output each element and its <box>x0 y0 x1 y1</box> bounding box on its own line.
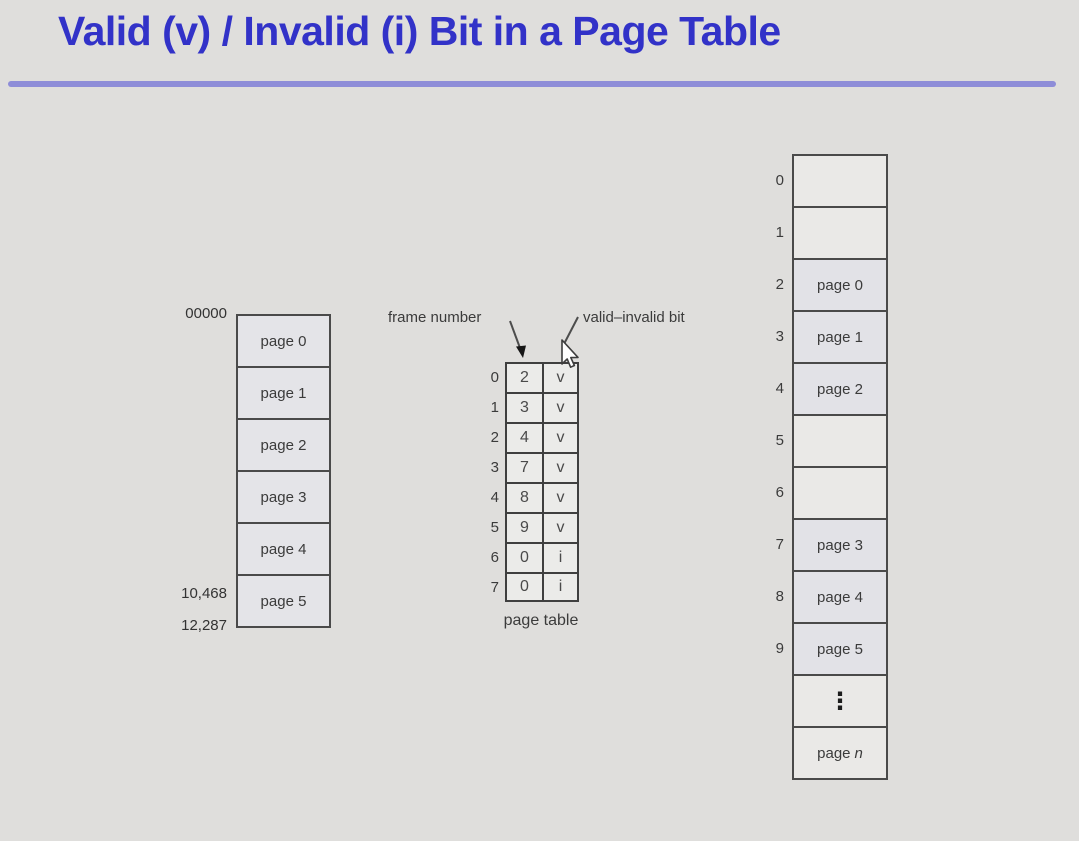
frame-number-cell: 7 <box>505 452 542 482</box>
frame-number-label: frame number <box>388 309 482 326</box>
logical-memory-column: page 0 page 1 page 2 page 3 page 4 page … <box>236 314 331 628</box>
page-table-caption: page table <box>503 612 579 629</box>
frame-index: 7 <box>775 536 784 553</box>
vertical-ellipsis: ⋮ <box>828 686 852 715</box>
frame-index: 9 <box>775 640 784 657</box>
page-table-row: 7 0 i <box>485 572 579 602</box>
frame-number-cell: 0 <box>505 542 542 572</box>
valid-bit-cell: v <box>542 482 579 512</box>
valid-bit-cell: v <box>542 452 579 482</box>
frame-index: 4 <box>775 380 784 397</box>
row-index: 5 <box>490 518 499 536</box>
memory-frame: page 0 <box>794 260 886 312</box>
row-index: 7 <box>490 578 499 596</box>
page-n-symbol: n <box>854 744 863 762</box>
frame-index: 0 <box>775 172 784 189</box>
physical-memory-column: page 0 page 1 page 2 page 3 page 4 page … <box>792 154 888 780</box>
valid-invalid-bit-line <box>563 316 579 345</box>
logical-memory-cell: page 5 <box>238 576 329 626</box>
page-table: 0 2 v 1 3 v 2 4 v 3 7 v 4 8 v 5 9 v 6 0 … <box>485 362 579 602</box>
title-underline <box>8 81 1056 87</box>
page-table-row: 4 8 v <box>485 482 579 512</box>
frame-number-cell: 8 <box>505 482 542 512</box>
logical-memory-cell: page 0 <box>238 316 329 368</box>
address-label-top: 00000 <box>185 305 227 322</box>
frame-index: 8 <box>775 588 784 605</box>
memory-frame: page 5 <box>794 624 886 676</box>
memory-frame: page 3 <box>794 520 886 572</box>
row-index: 3 <box>490 458 499 476</box>
frame-number-arrow <box>509 320 526 358</box>
frame-index: 6 <box>775 484 784 501</box>
memory-frame: page 1 <box>794 312 886 364</box>
row-index: 4 <box>490 488 499 506</box>
frame-index: 5 <box>775 432 784 449</box>
valid-bit-cell: v <box>542 392 579 422</box>
logical-memory-cell: page 3 <box>238 472 329 524</box>
address-label-page5-start: 10,468 <box>181 585 227 602</box>
logical-memory-cell: page 4 <box>238 524 329 576</box>
frame-number-cell: 3 <box>505 392 542 422</box>
page-table-row: 2 4 v <box>485 422 579 452</box>
memory-frame <box>794 156 886 208</box>
memory-frame-page-n: page n <box>794 728 886 778</box>
memory-frame <box>794 208 886 260</box>
valid-bit-cell: v <box>542 422 579 452</box>
logical-memory-cell: page 1 <box>238 368 329 420</box>
valid-bit-cell: i <box>542 572 579 602</box>
memory-frame-ellipsis: ⋮ <box>794 676 886 728</box>
page-table-row: 3 7 v <box>485 452 579 482</box>
frame-number-cell: 0 <box>505 572 542 602</box>
page-n-prefix: page <box>817 744 851 762</box>
memory-frame <box>794 468 886 520</box>
logical-memory-cell: page 2 <box>238 420 329 472</box>
page-table-row: 6 0 i <box>485 542 579 572</box>
page-table-row: 0 2 v <box>485 362 579 392</box>
frame-number-cell: 4 <box>505 422 542 452</box>
valid-bit-cell: v <box>542 362 579 392</box>
page-table-row: 5 9 v <box>485 512 579 542</box>
frame-index: 3 <box>775 328 784 345</box>
memory-frame: page 2 <box>794 364 886 416</box>
frame-index: 1 <box>775 224 784 241</box>
address-label-bottom: 12,287 <box>181 617 227 634</box>
row-index: 2 <box>490 428 499 446</box>
frame-number-cell: 2 <box>505 362 542 392</box>
memory-frame: page 4 <box>794 572 886 624</box>
frame-index: 2 <box>775 276 784 293</box>
page-title: Valid (v) / Invalid (i) Bit in a Page Ta… <box>58 8 781 54</box>
valid-invalid-bit-label: valid–invalid bit <box>583 309 685 326</box>
row-index: 0 <box>490 368 499 386</box>
row-index: 6 <box>490 548 499 566</box>
valid-bit-cell: v <box>542 512 579 542</box>
page-table-row: 1 3 v <box>485 392 579 422</box>
frame-number-cell: 9 <box>505 512 542 542</box>
memory-frame <box>794 416 886 468</box>
valid-bit-cell: i <box>542 542 579 572</box>
row-index: 1 <box>490 398 499 416</box>
